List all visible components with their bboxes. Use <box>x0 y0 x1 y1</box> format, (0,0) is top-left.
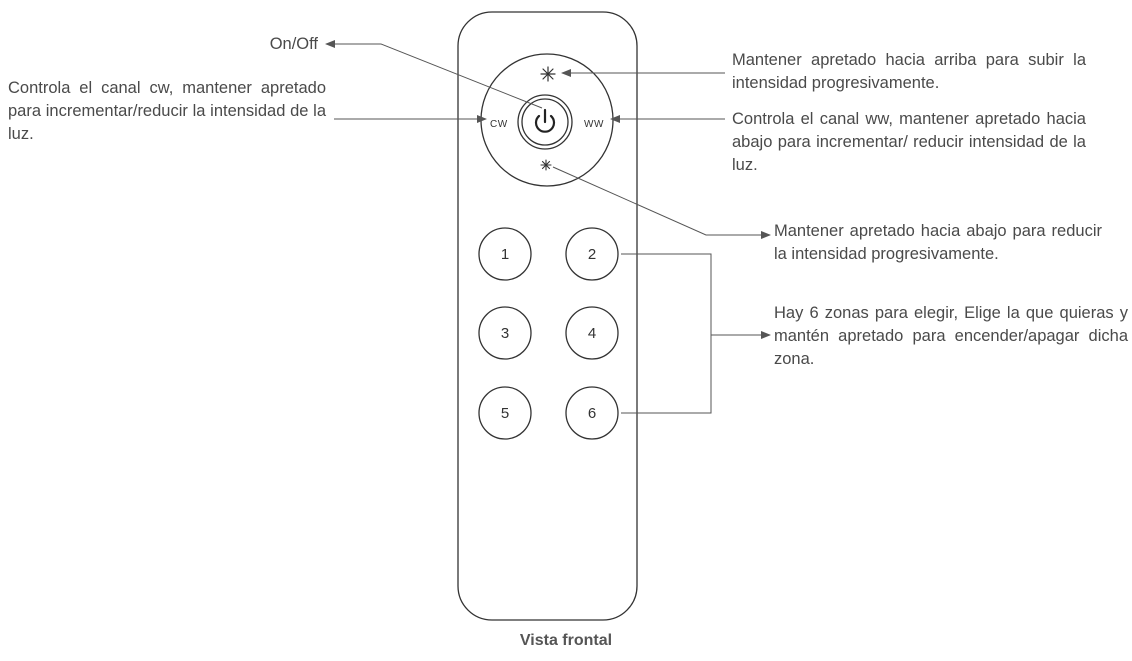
leader-on-off <box>325 40 543 109</box>
zone-button-4[interactable]: 4 <box>565 306 619 360</box>
svg-text:6: 6 <box>588 405 596 422</box>
annotation-cw: Controla el canal cw, mantener apretado … <box>8 79 326 143</box>
sun-large-icon[interactable] <box>540 66 556 82</box>
figure-caption: Vista frontal <box>519 632 613 649</box>
svg-text:4: 4 <box>588 325 596 342</box>
ww-label[interactable]: WW <box>584 119 604 130</box>
leader-bright-down <box>552 166 771 239</box>
annotation-on-off: On/Off <box>269 35 318 53</box>
zone-button-6[interactable]: 6 <box>565 386 619 440</box>
zone-button-1[interactable]: 1 <box>478 227 532 281</box>
svg-text:3: 3 <box>501 325 509 342</box>
annotation-zones: Hay 6 zonas para elegir, Elige la que qu… <box>774 304 1128 368</box>
zones-bracket <box>621 253 712 414</box>
power-button[interactable] <box>517 94 573 150</box>
power-icon <box>534 108 556 133</box>
zone-button-5[interactable]: 5 <box>478 386 532 440</box>
zone-button-2[interactable]: 2 <box>565 227 619 281</box>
annotation-ww: Controla el canal ww, mantener apretado … <box>732 110 1086 174</box>
annotation-bright-up: Mantener apretado hacia arriba para subi… <box>732 51 1086 92</box>
svg-text:5: 5 <box>501 405 509 422</box>
svg-text:2: 2 <box>588 246 596 263</box>
annotation-bright-down: Mantener apretado hacia abajo para reduc… <box>774 222 1102 263</box>
cw-label[interactable]: CW <box>490 119 508 130</box>
sun-small-icon[interactable] <box>540 159 552 171</box>
svg-text:1: 1 <box>501 246 509 263</box>
zone-button-3[interactable]: 3 <box>478 306 532 360</box>
